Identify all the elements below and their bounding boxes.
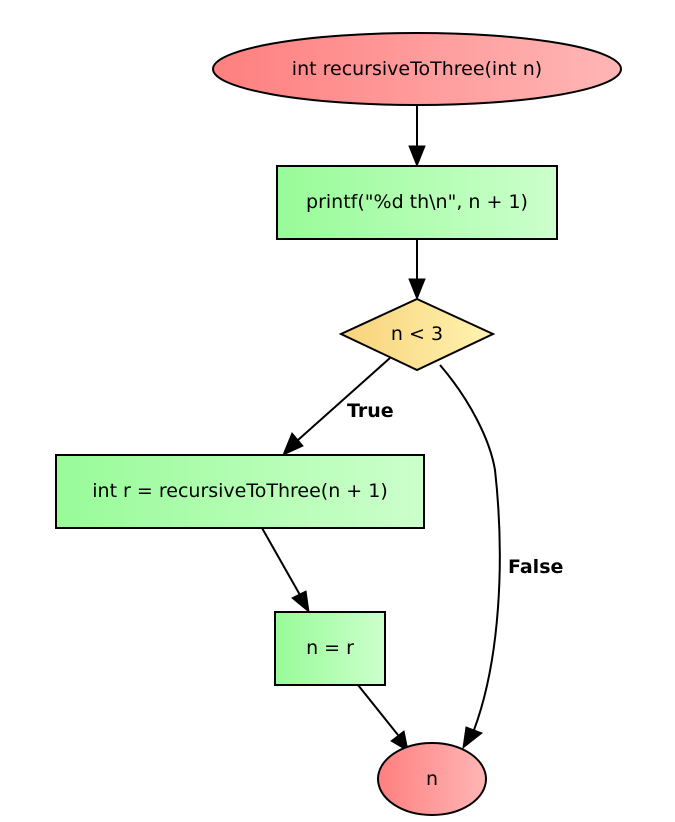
edge-start-to-print [408,105,426,168]
edge-print-to-condition [408,240,426,301]
edge-condition-false [439,364,501,750]
false-edge-label: False [508,556,563,578]
start-node: int recursiveToThree(int n) [212,32,622,106]
recurse-node: int r = recursiveToThree(n + 1) [55,454,425,529]
print-node-label: printf("%d th\n", n + 1) [306,191,528,213]
assign-node: n = r [274,611,386,686]
start-node-label: int recursiveToThree(int n) [292,58,542,80]
edge-recurse-to-assign [261,527,310,614]
edge-assign-to-end [357,684,409,752]
end-node: n [377,742,487,816]
condition-node-label: n < 3 [391,323,443,345]
assign-node-label: n = r [306,637,354,659]
true-edge-label: True [347,400,394,422]
edge-condition-true [282,357,391,456]
condition-node: n < 3 [338,297,496,372]
end-node-label: n [426,768,438,790]
recurse-node-label: int r = recursiveToThree(n + 1) [92,480,388,502]
print-node: printf("%d th\n", n + 1) [276,165,558,240]
